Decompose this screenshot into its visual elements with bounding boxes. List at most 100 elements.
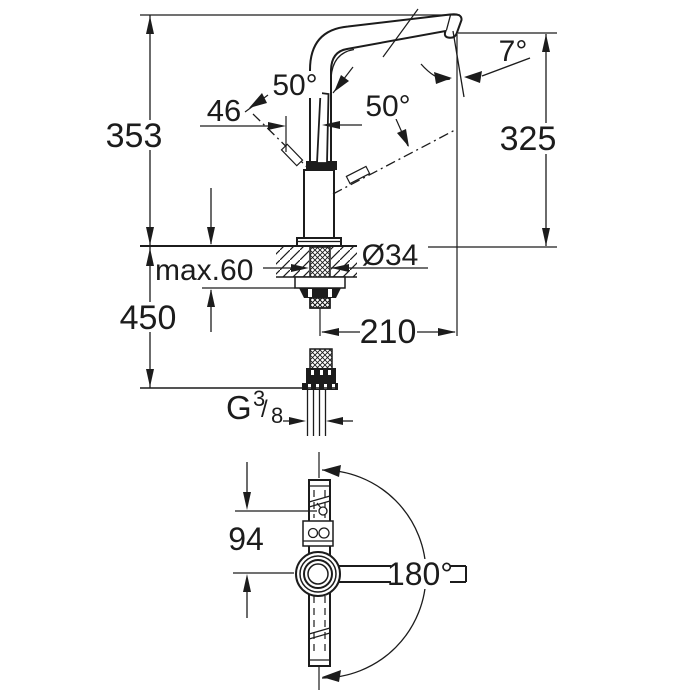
label-mask	[118, 302, 180, 332]
deck-hatch-right	[331, 247, 357, 277]
mounting-nut	[299, 288, 341, 298]
arrowhead	[322, 121, 340, 129]
dim-94: 94	[228, 462, 317, 618]
swivel-ring-outer	[295, 551, 341, 597]
dim-450-label: 450	[120, 299, 177, 337]
dim-max60: max.60	[155, 188, 295, 332]
angle-50-right: 50°	[362, 90, 415, 147]
connector-slit	[311, 370, 314, 375]
arrowhead	[434, 72, 452, 84]
arrowhead	[322, 670, 341, 682]
arrowhead	[291, 264, 309, 272]
arrowhead	[146, 16, 154, 34]
dim-g38: G 3 / 8	[226, 386, 353, 428]
hose-braid	[309, 348, 333, 370]
label-mask	[360, 319, 417, 347]
swivel-ring-inner	[307, 563, 329, 585]
arrowhead	[146, 369, 154, 387]
spray-angle-line	[452, 30, 465, 98]
dim-325-label: 325	[500, 120, 557, 158]
thread-den-label: 8	[271, 403, 283, 428]
arrowhead	[326, 417, 343, 425]
angle-50-left: 50°	[244, 69, 349, 113]
leader-line	[481, 57, 531, 77]
handle-swivel-lines	[252, 8, 456, 195]
label-mask	[103, 120, 167, 150]
arrowhead	[397, 129, 409, 147]
arrowhead	[334, 75, 349, 92]
angle-7-label: 7°	[499, 35, 528, 68]
arrowhead	[289, 417, 306, 425]
base-slit	[332, 384, 335, 389]
handle-rotated-right	[345, 165, 371, 185]
base-slit	[324, 384, 327, 389]
thread-slash-label: /	[261, 396, 268, 423]
arrowhead	[464, 71, 482, 83]
arrowhead	[146, 227, 154, 245]
handle-cap	[306, 161, 337, 170]
deck-hatch-left	[276, 247, 309, 277]
swivel-ring	[299, 555, 337, 593]
faucet-body	[303, 169, 335, 239]
arrowhead	[542, 34, 550, 52]
dim-210: 210	[321, 33, 458, 351]
arrowhead	[542, 228, 550, 246]
cartridge-circle	[318, 527, 330, 539]
cartridge-circle	[307, 527, 319, 539]
dim-46-label: 46	[207, 93, 241, 128]
countertop-section	[140, 245, 357, 278]
arrowhead	[243, 492, 251, 510]
arrowhead	[268, 122, 286, 130]
mounting-washer	[294, 276, 346, 289]
pin-leader	[316, 502, 322, 509]
label-mask	[269, 71, 322, 98]
thread-num-label: 3	[253, 386, 265, 411]
connection-hoses	[302, 348, 338, 436]
spout-tip-face	[445, 14, 452, 31]
angle-180-label: 180°	[387, 556, 453, 592]
dim-353-450: 353 450	[103, 14, 460, 389]
arrowhead	[331, 264, 349, 272]
handle-lever	[316, 91, 330, 164]
dim-max60-label: max.60	[155, 254, 253, 287]
nut-slit	[328, 289, 332, 297]
base-slit	[316, 384, 319, 389]
arrowhead	[321, 328, 339, 336]
swivel-ring	[303, 559, 333, 589]
handle-rotated-left	[280, 143, 304, 167]
angle-50-left-label: 50°	[272, 69, 317, 102]
arrowhead	[207, 289, 215, 307]
arrowhead	[207, 227, 215, 245]
label-mask	[391, 559, 450, 589]
label-mask	[362, 92, 415, 119]
dim-46: 46	[200, 93, 362, 152]
mounting-shank	[294, 246, 346, 336]
spout-inner-bend	[330, 48, 355, 79]
connector-base	[302, 383, 338, 390]
pin-detail	[318, 506, 328, 516]
connector-slit	[320, 370, 323, 375]
break-marks	[308, 495, 331, 640]
dim-dia34-label: Ø34	[362, 239, 419, 272]
stud-lower	[309, 297, 331, 309]
arrowhead	[146, 248, 154, 266]
angle-180: 180°	[321, 465, 453, 682]
dim-dia34: Ø34	[263, 239, 428, 272]
label-mask	[490, 123, 566, 154]
angle-7: 7°	[420, 30, 531, 98]
thread-g-label: G	[226, 389, 252, 426]
dim-325: 325	[428, 32, 566, 248]
faucet-front	[296, 13, 463, 247]
angle-50-right-label: 50°	[365, 90, 410, 123]
dim-210-label: 210	[360, 313, 417, 351]
arrowhead	[438, 328, 456, 336]
arrowhead	[249, 93, 267, 108]
arrowhead	[322, 465, 341, 477]
base-slit	[308, 384, 311, 389]
swivel-ext-b	[382, 8, 419, 58]
swivel-line-right	[332, 129, 456, 195]
arrowhead	[243, 574, 251, 592]
dim-94-label: 94	[228, 521, 264, 557]
